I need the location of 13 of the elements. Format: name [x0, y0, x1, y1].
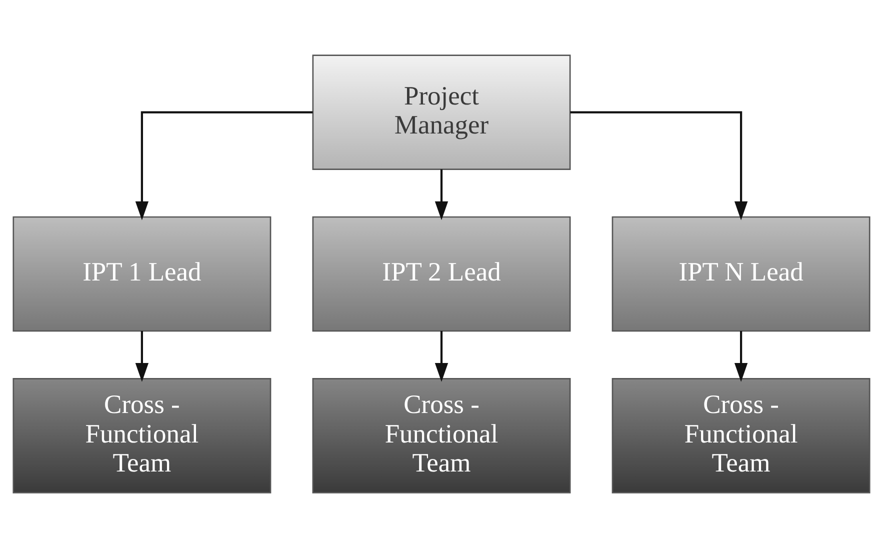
arrow — [135, 110, 313, 220]
node-box: Cross - Functional Team — [312, 378, 571, 493]
arrow — [734, 330, 748, 382]
node-box: Cross - Functional Team — [612, 378, 870, 493]
arrow — [434, 168, 448, 220]
arrow — [135, 330, 149, 382]
node-box: Project Manager — [312, 54, 571, 170]
node-box: Cross - Functional Team — [12, 378, 272, 493]
node-box: IPT 2 Lead — [312, 216, 571, 332]
arrow — [434, 330, 448, 382]
node-box: IPT N Lead — [612, 216, 870, 332]
node-box: IPT 1 Lead — [12, 216, 272, 332]
arrow — [570, 110, 748, 220]
